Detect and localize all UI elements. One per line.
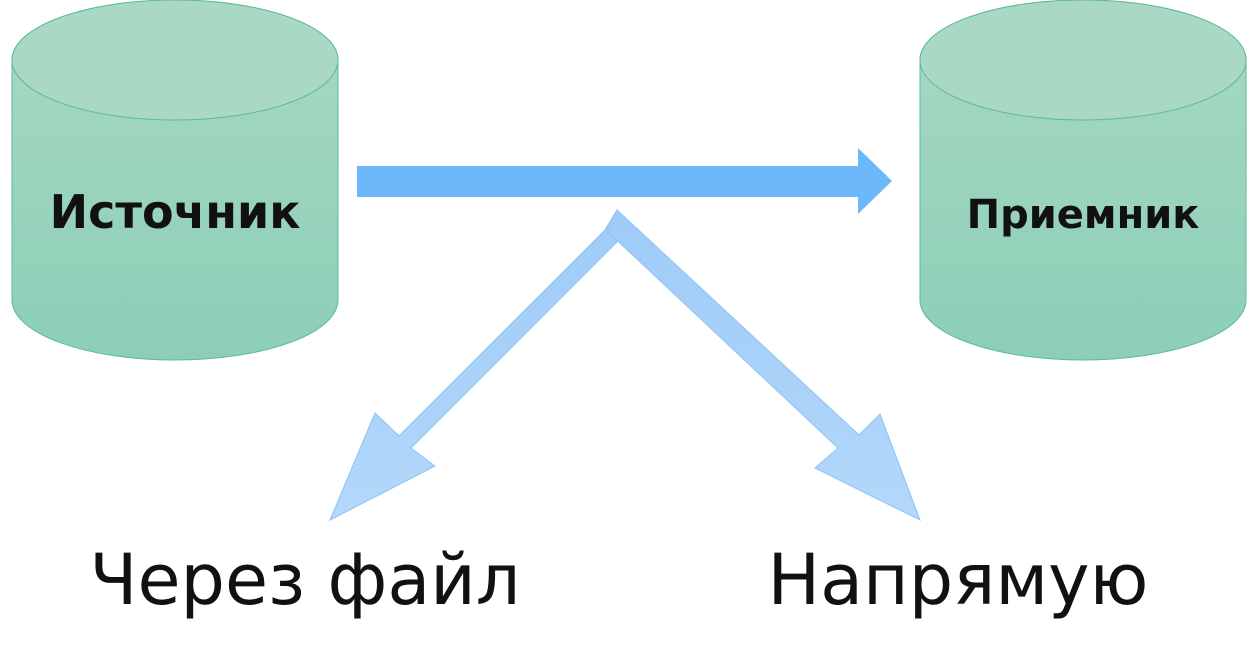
via-file-branch-arrow	[329, 208, 618, 522]
receiver-database: Приемник	[919, 0, 1247, 361]
direct-label: Напрямую	[767, 539, 1148, 621]
direct-branch-arrow	[605, 209, 921, 522]
source-database: Источник	[11, 0, 339, 361]
source-label: Источник	[50, 185, 301, 239]
main-transfer-arrow	[357, 148, 892, 214]
receiver-cylinder-top	[919, 0, 1247, 121]
receiver-label: Приемник	[967, 192, 1200, 238]
via-file-label: Через файл	[89, 539, 520, 621]
source-cylinder-top	[11, 0, 339, 121]
